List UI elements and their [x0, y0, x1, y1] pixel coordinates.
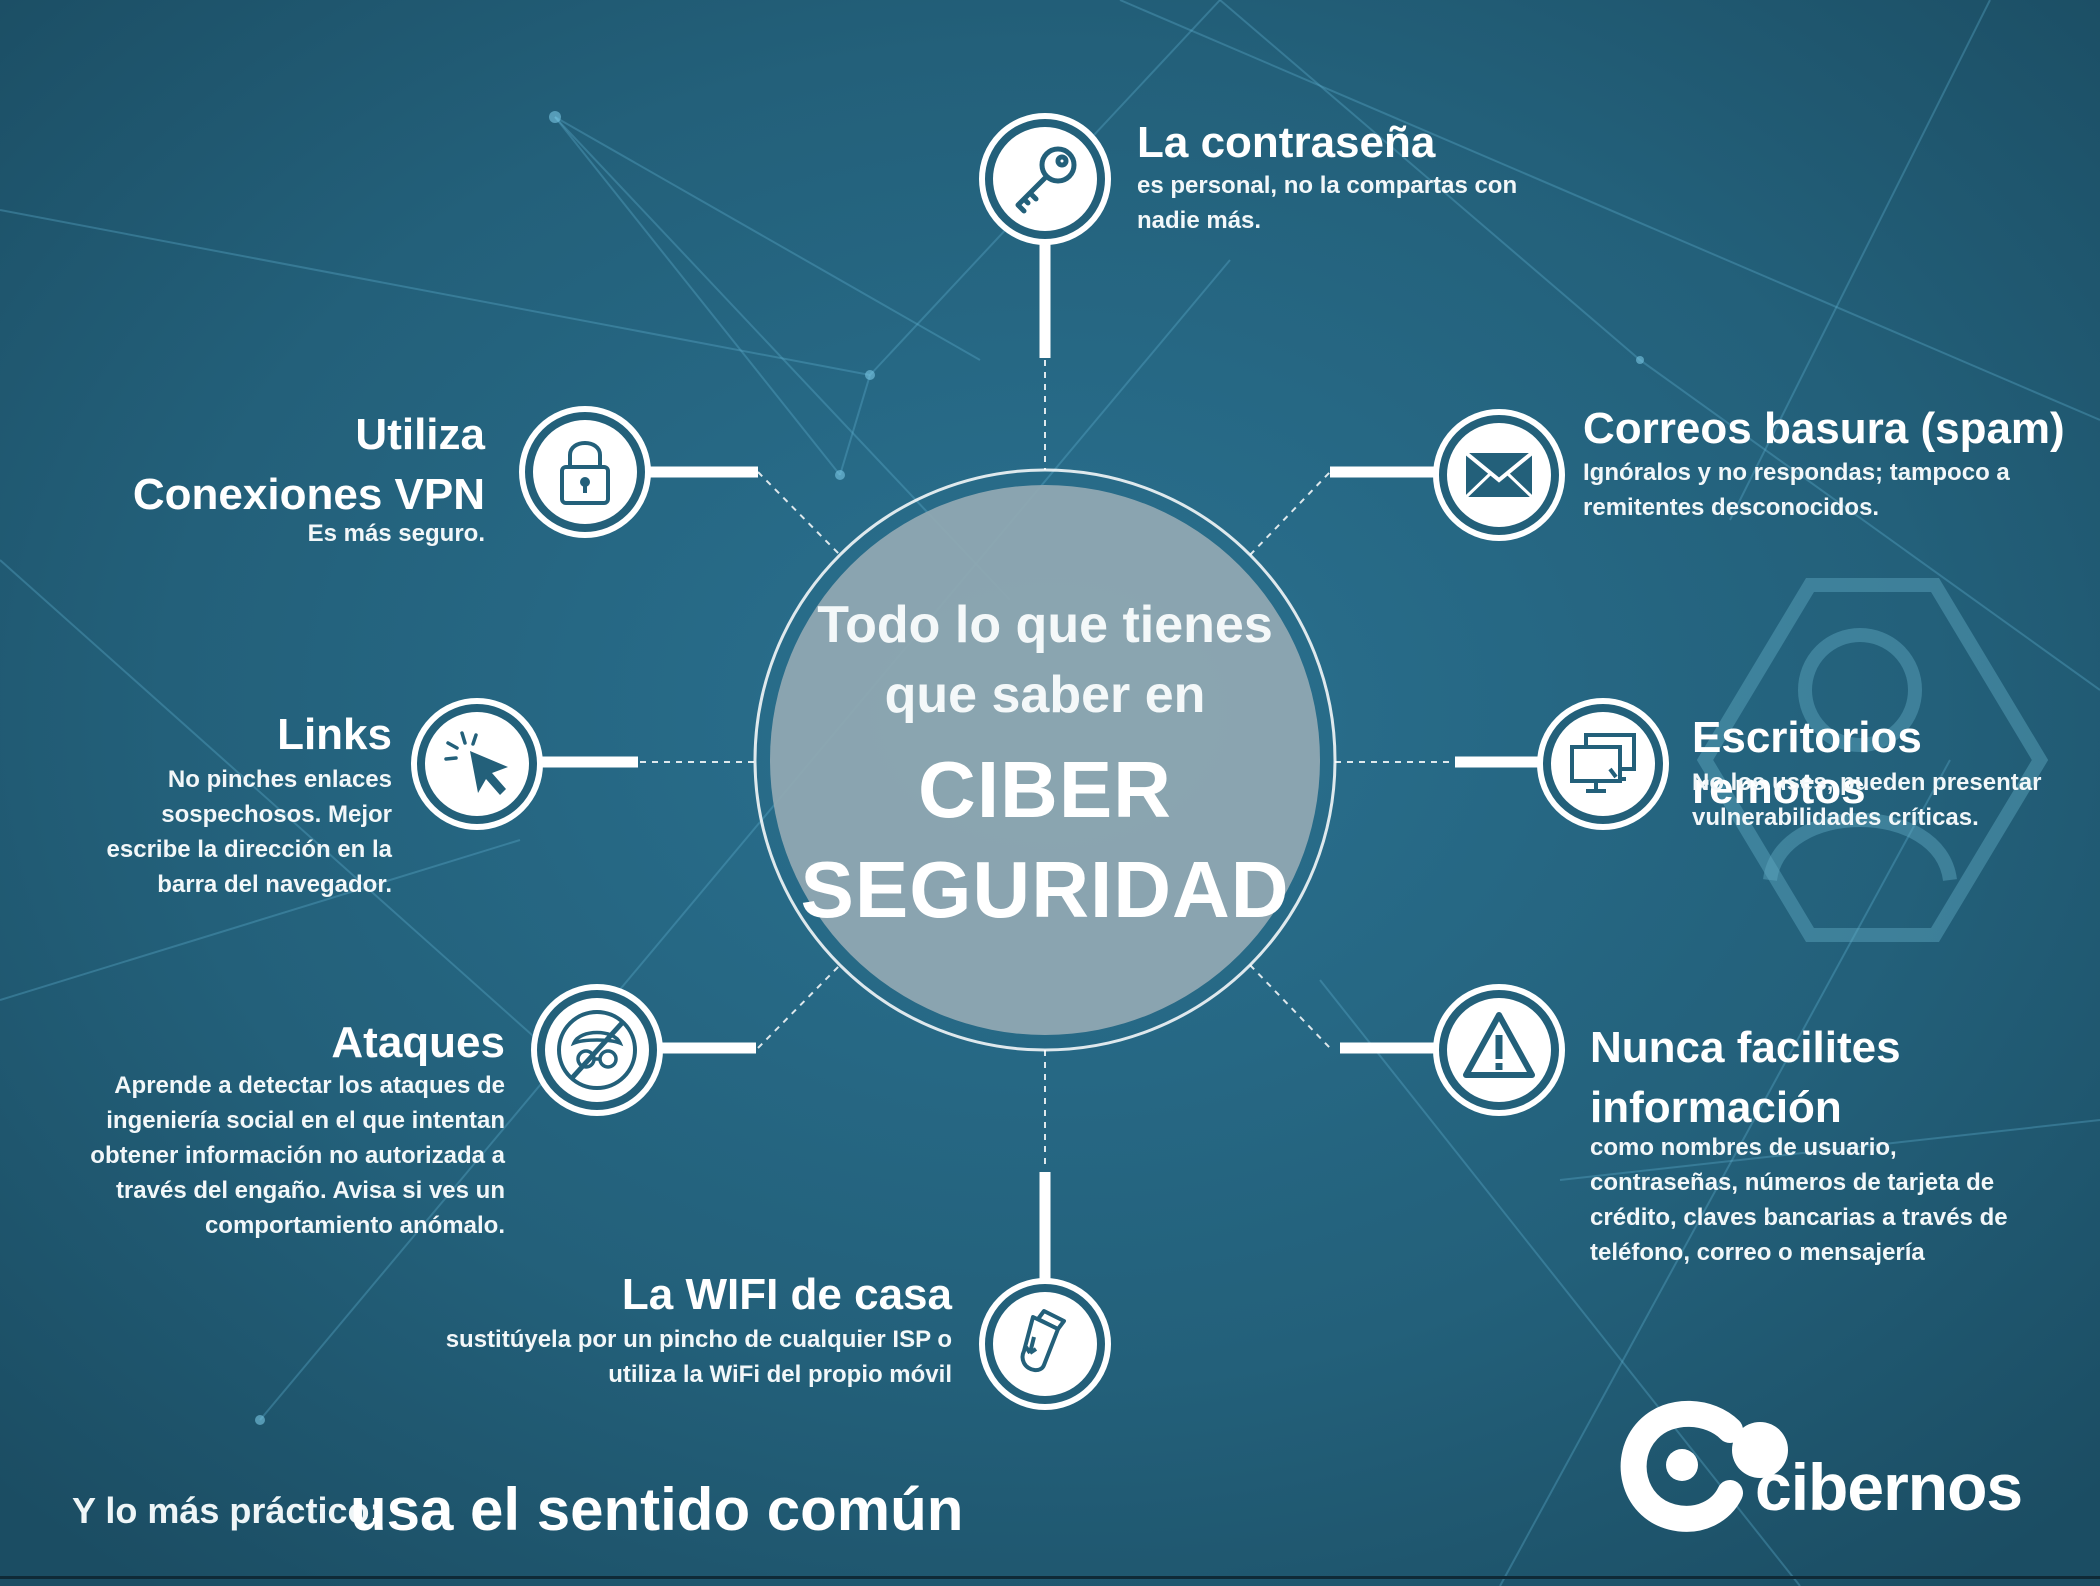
links-desc-line: barra del navegador.: [157, 871, 392, 898]
never-share-desc-line: contraseñas, números de tarjeta de: [1590, 1169, 1995, 1196]
cursor-click-icon: [411, 698, 543, 830]
center-title-line-1: CIBER: [918, 745, 1172, 834]
attacks-desc-line: obtener información no autorizada a: [90, 1142, 505, 1169]
never-share-desc-line: como nombres de usuario,: [1590, 1134, 1897, 1161]
never-share-desc: como nombres de usuario, contraseñas, nú…: [1590, 1130, 2008, 1270]
badge-attacks: [530, 983, 664, 1117]
never-share-desc-line: crédito, claves bancarias a través de: [1590, 1204, 2008, 1231]
attacks-desc-line: comportamiento anómalo.: [204, 1212, 505, 1239]
remote-desktops-title: Escritorios remotos: [1692, 713, 1922, 813]
password-desc: es personal, no la compartas con nadie m…: [1137, 168, 1517, 238]
never-share-title: Nunca facilites información: [1590, 1018, 1901, 1138]
warning-icon: [1433, 984, 1565, 1116]
home-wifi-desc: sustitúyela por un pincho de cualquier I…: [400, 1322, 952, 1392]
center-title: CIBER SEGURIDAD: [785, 740, 1305, 940]
spam-desc-line: remitentes desconocidos.: [1583, 494, 1880, 521]
remote-desktops-desc-line: vulnerabilidades críticas.: [1692, 804, 1979, 831]
badge-home-wifi: [978, 1277, 1112, 1411]
attacks-desc: Aprende a detectar los ataques de ingeni…: [60, 1068, 505, 1243]
badge-spam: [1432, 408, 1566, 542]
attacks-desc-line: través del engaño. Avisa si ves un: [115, 1177, 505, 1204]
attacks-title: Ataques: [331, 1018, 505, 1067]
password-desc-line: es personal, no la compartas con: [1137, 172, 1518, 199]
cibernos-logo-text: cibernos: [1755, 1450, 2023, 1524]
links-desc-line: sospechosos. Mejor: [161, 801, 392, 828]
home-wifi-desc-line: utiliza la WiFi del propio móvil: [608, 1361, 952, 1388]
never-share-title-line: Nunca facilites: [1590, 1023, 1901, 1072]
attacks-desc-line: ingeniería social en el que intentan: [106, 1107, 505, 1134]
footer-emphasis: usa el sentido común: [350, 1476, 964, 1543]
padlock-icon: [519, 406, 651, 538]
remote-desktops-desc: No los uses, pueden presentar vulnerabil…: [1692, 765, 2041, 835]
key-icon: [979, 113, 1111, 245]
links-title: Links: [277, 710, 392, 759]
center-subtitle: Todo lo que tienes que saber en: [785, 590, 1305, 730]
links-desc-line: No pinches enlaces: [167, 766, 392, 793]
home-wifi-desc-line: sustitúyela por un pincho de cualquier I…: [445, 1326, 952, 1353]
badge-links: [410, 697, 544, 831]
links-desc-line: escribe la dirección en la: [106, 836, 392, 863]
footer-label: Y lo más práctico:: [72, 1490, 382, 1531]
password-desc-line: nadie más.: [1137, 207, 1262, 234]
never-share-title-line: información: [1590, 1083, 1842, 1132]
envelope-icon: [1433, 409, 1565, 541]
home-wifi-title: La WIFI de casa: [621, 1270, 952, 1319]
usb-icon: [979, 1278, 1111, 1410]
badge-vpn: [518, 405, 652, 539]
vpn-desc: Es más seguro.: [90, 516, 485, 551]
vpn-desc-line: Es más seguro.: [307, 520, 485, 547]
remote-desktops-desc-line: No los uses, pueden presentar: [1692, 769, 2042, 796]
center-subtitle-line-1: Todo lo que tienes: [817, 596, 1273, 654]
monitors-icon: [1537, 698, 1669, 830]
bottom-border: [0, 1576, 2100, 1579]
center-title-line-2: SEGURIDAD: [800, 845, 1290, 934]
vpn-title-line: Utiliza: [355, 410, 485, 459]
links-desc: No pinches enlaces sospechosos. Mejor es…: [60, 762, 392, 902]
vpn-title-line: Conexiones VPN: [132, 470, 485, 519]
spam-desc-line: Ignóralos y no respondas; tampoco a: [1583, 459, 2010, 486]
never-share-desc-line: teléfono, correo o mensajería: [1590, 1239, 1925, 1266]
badge-password: [978, 112, 1112, 246]
no-spy-icon: [531, 984, 663, 1116]
badge-never-share: [1432, 983, 1566, 1117]
cibernos-logo-icon: [1620, 1400, 1788, 1532]
spam-desc: Ignóralos y no respondas; tampoco a remi…: [1583, 455, 2010, 525]
center-subtitle-line-2: que saber en: [884, 666, 1206, 724]
attacks-desc-line: Aprende a detectar los ataques de: [114, 1072, 505, 1099]
badge-remote-desktops: [1536, 697, 1670, 831]
spam-title: Correos basura (spam): [1583, 404, 2065, 453]
password-title: La contraseña: [1137, 118, 1436, 167]
vpn-title: Utiliza Conexiones VPN: [90, 405, 485, 525]
